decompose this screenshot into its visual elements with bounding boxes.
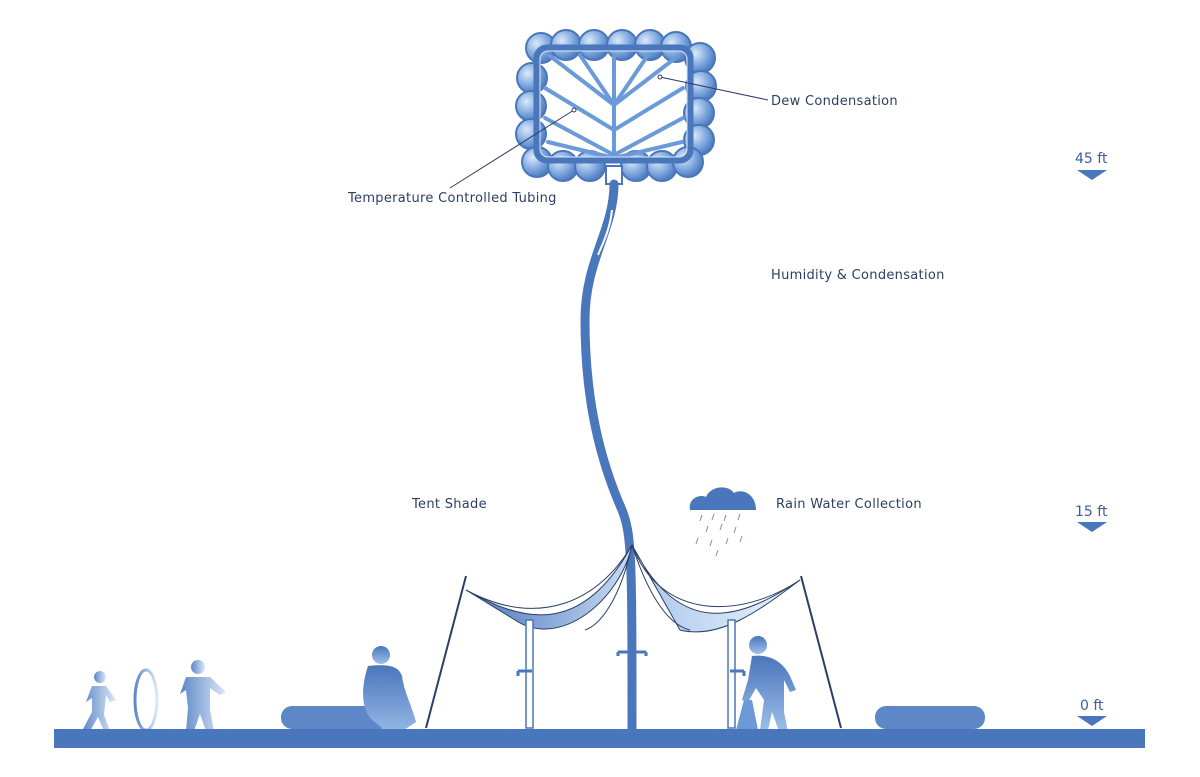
- tap-icon: [730, 669, 746, 676]
- bench-left: [281, 706, 391, 729]
- height-15ft: 15 ft: [1075, 504, 1108, 520]
- hoop: [133, 668, 159, 732]
- tent-shade: [425, 544, 842, 729]
- marker-0ft: [1077, 716, 1107, 726]
- leaf-tubing: [543, 53, 685, 162]
- tap-icon: [516, 669, 532, 676]
- height-0ft: 0 ft: [1080, 698, 1104, 714]
- main-tube: [580, 179, 637, 740]
- dew-collector: [515, 29, 717, 185]
- marker-45ft: [1077, 170, 1107, 180]
- label-dew-condensation: Dew Condensation: [771, 94, 898, 109]
- ground: [54, 729, 1145, 748]
- marker-15ft: [1077, 522, 1107, 532]
- person-collecting-water: [736, 636, 796, 742]
- label-humidity: Humidity & Condensation: [771, 268, 945, 283]
- person-sitting: [363, 646, 416, 742]
- bench-right: [875, 706, 985, 729]
- rain-cloud-icon: [689, 487, 756, 557]
- label-tent-shade: Tent Shade: [412, 497, 487, 512]
- leader-lines: [449, 74, 769, 189]
- child-running: [82, 671, 116, 731]
- child-playing: [180, 660, 226, 731]
- label-temperature-tubing: Temperature Controlled Tubing: [348, 191, 557, 206]
- tap-icon: [616, 650, 648, 656]
- label-rain-water: Rain Water Collection: [776, 497, 922, 512]
- height-45ft: 45 ft: [1075, 151, 1108, 167]
